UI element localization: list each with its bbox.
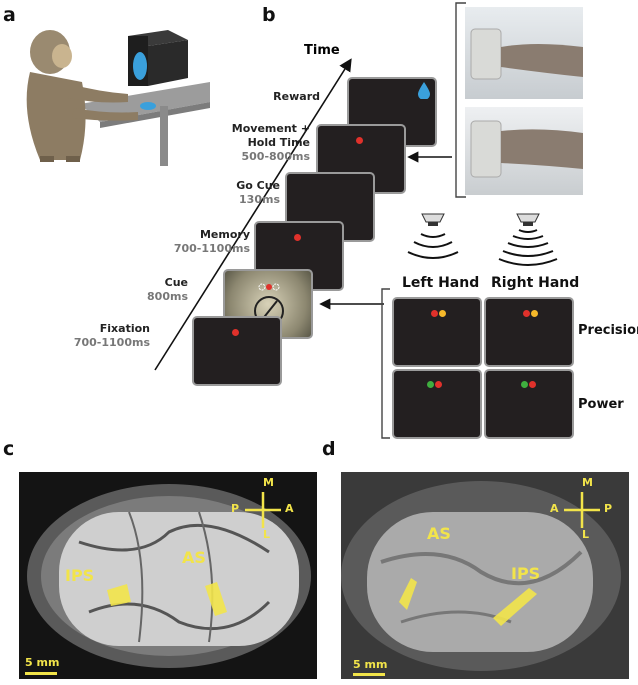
mri-d-scale-bar (353, 673, 385, 676)
epoch-fixation: Fixation 700-1100ms (73, 322, 150, 349)
mri-c-as-label: AS (182, 548, 206, 567)
water-drop-icon (418, 82, 430, 99)
cue-dot-green (521, 381, 528, 388)
mri-c-scale-label: 5 mm (25, 656, 60, 669)
time-axis (154, 58, 352, 371)
arrows (319, 151, 452, 310)
panel-label-b: b (262, 4, 276, 26)
mri-c-compass-l: L (263, 528, 271, 541)
mri-d-ips-label: IPS (511, 564, 541, 583)
photo-precision-grip (465, 7, 583, 99)
screen-left-precision (392, 297, 482, 367)
cue-dot-red (431, 310, 438, 317)
mri-c-compass-cross (245, 492, 281, 528)
monkey-setup-illustration (26, 30, 210, 166)
cue-dot-red (529, 381, 536, 388)
mri-c-ips-label: IPS (65, 566, 95, 585)
epoch-reward: Reward (273, 90, 320, 103)
epoch-cue: Cue 800ms (147, 276, 188, 303)
left-speaker-icon (407, 213, 459, 259)
cue-dot-red (523, 310, 530, 317)
right-speaker-icon (498, 213, 558, 266)
screen-right-precision (484, 297, 574, 367)
mri-d-scale-label: 5 mm (353, 658, 388, 671)
fixation-dot (356, 137, 363, 144)
cue-dot-green (427, 381, 434, 388)
mri-d-as-label: AS (427, 524, 451, 543)
mri-d-compass-cross (564, 492, 600, 528)
cue-dot-yellow (531, 310, 538, 317)
mri-c-scale-bar (25, 672, 57, 675)
cue-dot-yellow (439, 310, 446, 317)
mri-d-compass-p: P (604, 502, 613, 515)
mri-c-compass-m: M (263, 476, 274, 489)
epoch-go-cue: Go Cue 130ms (236, 179, 280, 206)
panel-label-d: d (322, 438, 336, 460)
right-hand-label: Right Hand (491, 275, 580, 291)
cue-dot-red (435, 381, 442, 388)
panel-label-c: c (3, 438, 15, 460)
mri-image-d: AS IPS M L A P 5 mm (341, 472, 629, 679)
mri-c-compass-p: P (231, 502, 240, 515)
panel-label-a: a (3, 4, 16, 26)
screen-right-power (484, 369, 574, 439)
power-label: Power (578, 397, 624, 412)
screen-fixation (192, 316, 282, 386)
mri-c-compass-a: A (285, 502, 294, 515)
precision-label: Precision (578, 323, 638, 338)
left-hand-label: Left Hand (402, 275, 480, 291)
mri-d-compass-a: A (550, 502, 559, 515)
fixation-dot (294, 234, 301, 241)
time-axis-label: Time (304, 43, 340, 58)
photo-power-grip (465, 107, 583, 195)
condition-bracket (381, 288, 390, 439)
fixation-dot (232, 329, 239, 336)
screen-left-power (392, 369, 482, 439)
mri-d-compass-l: L (582, 528, 590, 541)
mri-image-c: IPS AS M L P A 5 mm (19, 472, 317, 679)
epoch-memory: Memory 700-1100ms (173, 228, 250, 255)
photo-bracket (455, 2, 466, 198)
epoch-movement-hold: Movement + Hold Time 500-800ms (231, 122, 310, 163)
mri-d-compass-m: M (582, 476, 593, 489)
